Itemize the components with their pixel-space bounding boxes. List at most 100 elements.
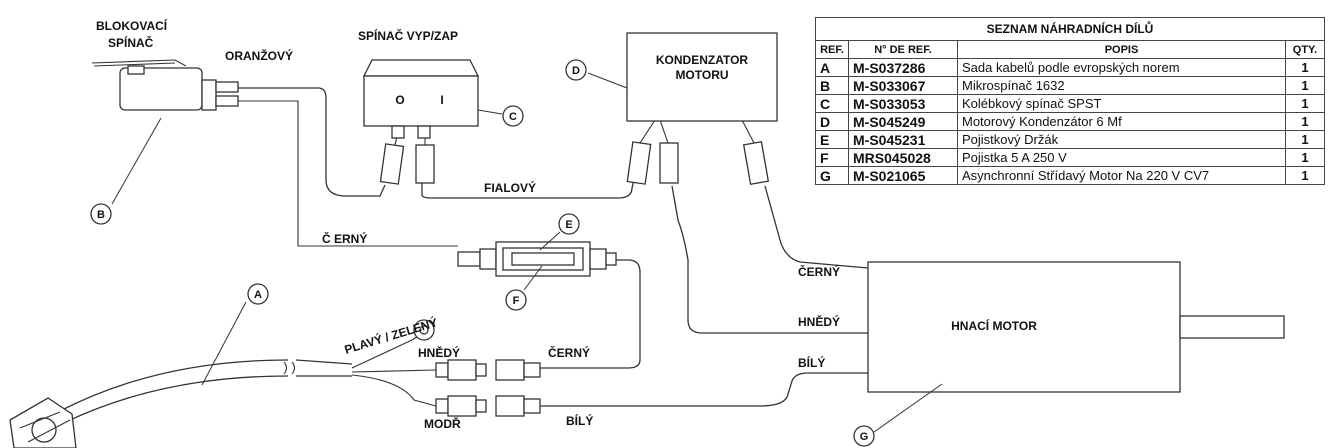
label-hnaci-motor: HNACÍ MOTOR — [951, 318, 1037, 333]
cell-qty: 1 — [1285, 112, 1325, 131]
cell-num: M-S033053 — [848, 94, 958, 113]
cell-desc: Motorový Kondenzátor 6 Mf — [957, 112, 1286, 131]
svg-text:G: G — [860, 431, 869, 443]
callout-a: A — [247, 283, 269, 305]
connector-cerny — [495, 359, 541, 381]
svg-text:D: D — [572, 65, 580, 77]
callout-e: E — [558, 213, 580, 235]
wire-violet — [421, 179, 635, 199]
callout-d: D — [565, 59, 587, 81]
label-blokovaci-1: BLOKOVACÍ — [96, 18, 168, 33]
wire-white-motor — [540, 372, 868, 407]
cell-num: M-S021065 — [848, 166, 958, 185]
label-bily-motor: BÍLÝ — [798, 355, 825, 370]
motor-capacitor — [626, 32, 778, 186]
cell-qty: 1 — [1285, 76, 1325, 95]
label-spinac: SPÍNAČ VYP/ZAP — [358, 28, 458, 43]
cell-ref: D — [815, 112, 849, 131]
header-ref: REF. — [815, 40, 849, 59]
table-row: F MRS045028 Pojistka 5 A 250 V 1 — [815, 148, 1325, 167]
parts-list-table: SEZNAM NÁHRADNÍCH DÍLŮ REF. N° DE REF. P… — [815, 17, 1325, 185]
ground-terminal — [411, 319, 435, 341]
label-cerny-motor: ČERNÝ — [798, 264, 840, 279]
wire-orange-2 — [238, 100, 458, 247]
label-oranzovy: ORANŽOVÝ — [225, 48, 293, 63]
wire-split-modr — [351, 374, 437, 407]
power-cord — [9, 359, 353, 448]
cell-ref: G — [815, 166, 849, 185]
wire-black-motor — [764, 185, 869, 269]
interlock-switch — [91, 59, 239, 111]
callout-b: B — [90, 203, 112, 225]
wire-brown-motor — [671, 185, 868, 334]
table-title-row: SEZNAM NÁHRADNÍCH DÍLŮ — [815, 17, 1325, 41]
connector-bily — [495, 395, 541, 417]
svg-text:B: B — [97, 209, 105, 221]
cell-qty: 1 — [1285, 166, 1325, 185]
header-num: N° DE REF. — [848, 40, 958, 59]
label-cerny-mid: ČERNÝ — [548, 345, 590, 360]
cell-ref: A — [815, 58, 849, 77]
cell-qty: 1 — [1285, 58, 1325, 77]
label-kondenzator-1: KONDENZATOR — [656, 53, 749, 67]
table-row: G M-S021065 Asynchronní Střídavý Motor N… — [815, 166, 1325, 185]
table-row: C M-S033053 Kolébkový spínač SPST 1 — [815, 94, 1325, 113]
cell-qty: 1 — [1285, 148, 1325, 167]
cell-desc: Kolébkový spínač SPST — [957, 94, 1286, 113]
label-switch-i: I — [440, 93, 443, 107]
label-bily-bottom: BÍLÝ — [566, 413, 593, 428]
connector-hnedy — [435, 359, 487, 381]
cell-num: M-S045249 — [848, 112, 958, 131]
cell-desc: Sada kabelů podle evropských norem — [957, 58, 1286, 77]
cell-ref: E — [815, 130, 849, 149]
wire-split-green — [351, 339, 413, 369]
cell-desc: Asynchronní Střídavý Motor Na 220 V CV7 — [957, 166, 1286, 185]
wire-fuse-out — [540, 259, 641, 369]
label-hnedy-left: HNĚDÝ — [418, 345, 460, 360]
cell-qty: 1 — [1285, 130, 1325, 149]
table-row: D M-S045249 Motorový Kondenzátor 6 Mf 1 — [815, 112, 1325, 131]
wire-cap-3 — [741, 119, 755, 144]
connector-modr — [435, 395, 487, 417]
svg-text:C: C — [509, 111, 517, 123]
header-qty: QTY. — [1285, 40, 1325, 59]
rocker-switch — [362, 59, 480, 185]
wire-orange — [238, 87, 327, 112]
cell-qty: 1 — [1285, 94, 1325, 113]
fuse-holder — [457, 241, 617, 277]
label-hnedy-motor: HNĚDÝ — [798, 314, 840, 329]
wire-switch-violet — [325, 112, 386, 197]
table-header-row: REF. N° DE REF. POPIS QTY. — [815, 40, 1325, 59]
cell-desc: Pojistka 5 A 250 V — [957, 148, 1286, 167]
cell-num: MRS045028 — [848, 148, 958, 167]
label-cerny-top: Č ERNÝ — [322, 231, 367, 246]
label-switch-o: O — [395, 93, 404, 107]
cell-ref: F — [815, 148, 849, 167]
svg-text:F: F — [513, 295, 520, 307]
table-row: B M-S033067 Mikrospínač 1632 1 — [815, 76, 1325, 95]
label-blokovaci-2: SPÍNAČ — [108, 35, 154, 50]
header-desc: POPIS — [957, 40, 1286, 59]
svg-text:A: A — [254, 289, 262, 301]
label-kondenzator-2: MOTORU — [675, 68, 728, 82]
label-fialovy: FIALOVÝ — [484, 180, 536, 195]
cell-num: M-S033067 — [848, 76, 958, 95]
wire-cap-2 — [659, 119, 669, 144]
drive-motor — [867, 261, 1285, 393]
wire-split-hnedy — [351, 369, 437, 373]
wire-cap-1 — [639, 119, 656, 144]
cell-ref: B — [815, 76, 849, 95]
table-title: SEZNAM NÁHRADNÍCH DÍLŮ — [815, 17, 1325, 41]
svg-text:E: E — [565, 219, 572, 231]
cell-ref: C — [815, 94, 849, 113]
table-row: E M-S045231 Pojistkový Držák 1 — [815, 130, 1325, 149]
table-row: A M-S037286 Sada kabelů podle evropských… — [815, 58, 1325, 77]
label-modr: MODŘ — [424, 416, 461, 431]
callout-f: F — [505, 289, 527, 311]
callout-g: G — [853, 425, 875, 447]
callout-c: C — [502, 105, 524, 127]
cell-num: M-S045231 — [848, 130, 958, 149]
cell-desc: Mikrospínač 1632 — [957, 76, 1286, 95]
cell-num: M-S037286 — [848, 58, 958, 77]
